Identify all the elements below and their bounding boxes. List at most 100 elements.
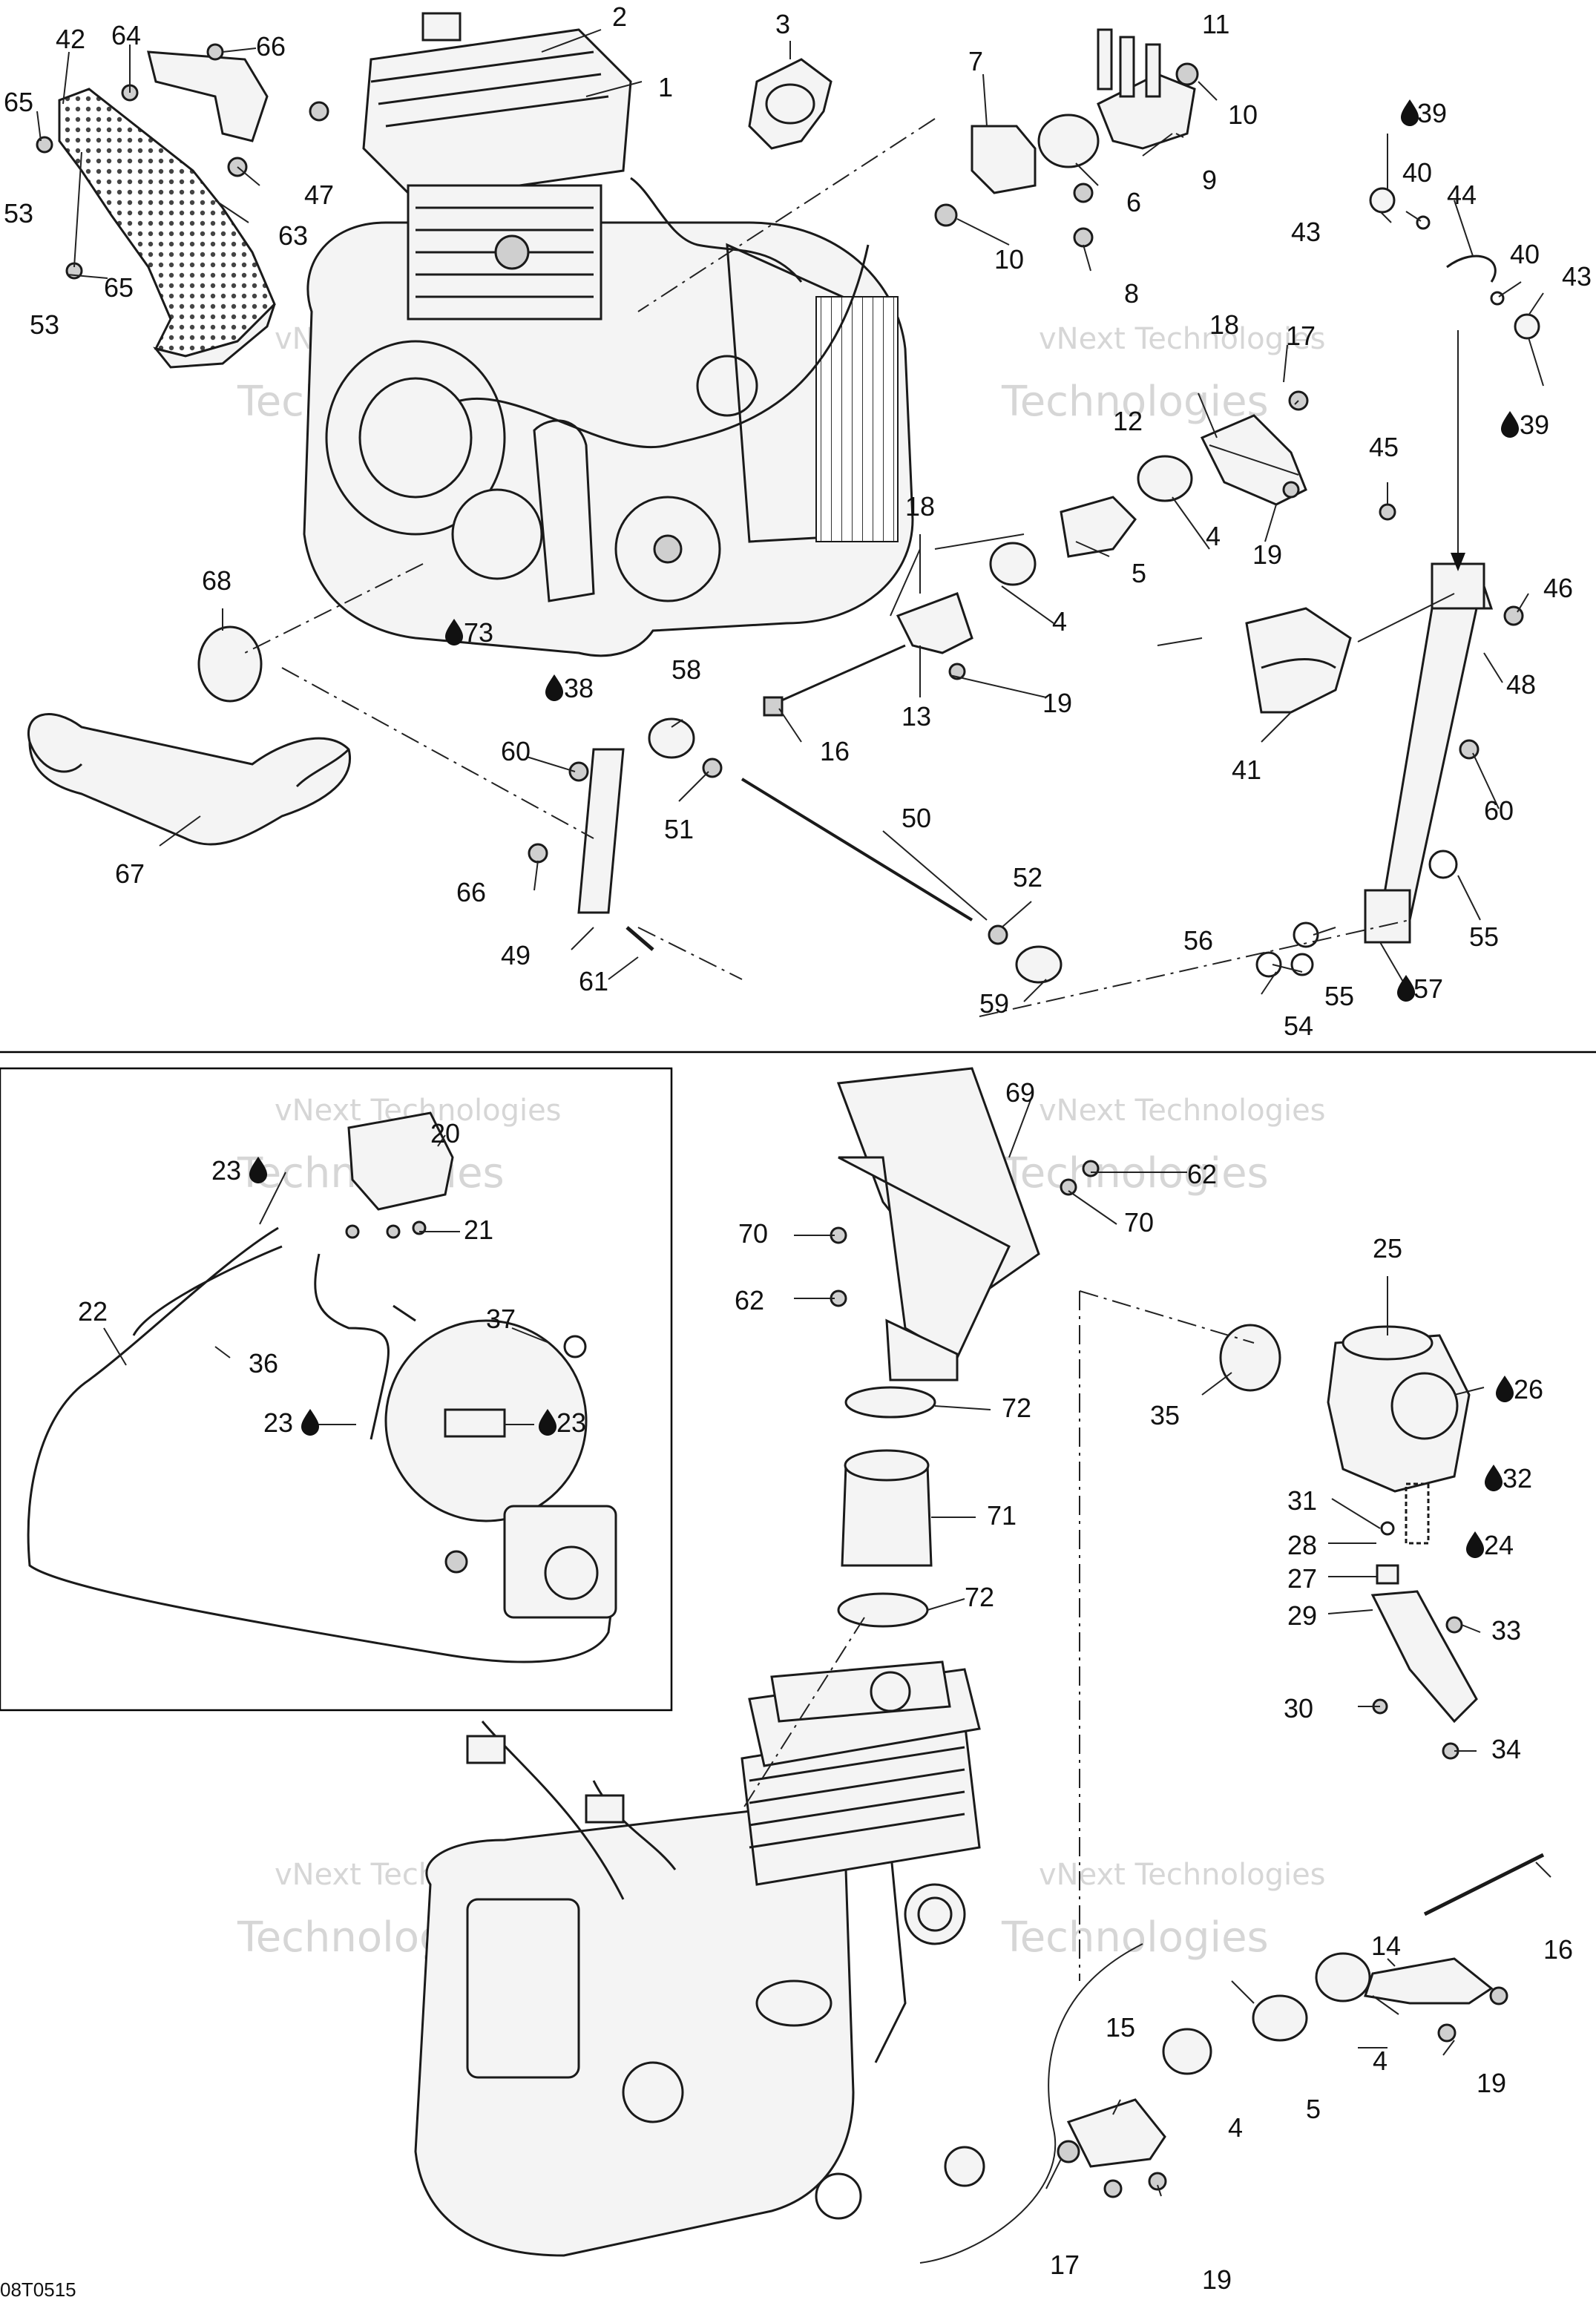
callout-52: 52 [1013, 862, 1042, 893]
callout-55a: 55 [1469, 921, 1499, 952]
fluid-drop-icon [1397, 975, 1415, 1002]
callout-35: 35 [1150, 1400, 1180, 1430]
callout-40b: 40 [1510, 239, 1540, 269]
fluid-drop-icon [1496, 1376, 1514, 1402]
callout-25: 25 [1373, 1233, 1402, 1264]
callout-19d: 19 [1202, 2264, 1232, 2295]
callout-14: 14 [1371, 1931, 1401, 1961]
carburetor-part-25 [1219, 1324, 1478, 1760]
callout-2: 2 [612, 1, 627, 32]
watermark-text: vNext Technologies [1039, 1094, 1326, 1128]
callout-16a: 16 [820, 736, 850, 766]
callout-15: 15 [1106, 2012, 1135, 2043]
callout-42: 42 [56, 24, 85, 54]
hose-part-67 [27, 625, 351, 846]
callout-17a: 17 [1286, 321, 1316, 351]
callout-70b: 70 [1124, 1207, 1154, 1238]
callout-23b: 23 [263, 1407, 293, 1438]
fluid-drop-icon [1466, 1531, 1484, 1558]
callout-57: 57 [1413, 973, 1443, 1004]
callout-20: 20 [430, 1118, 460, 1149]
callout-16b: 16 [1543, 1934, 1573, 1965]
callout-37: 37 [486, 1304, 516, 1334]
callout-56: 56 [1183, 925, 1213, 956]
callout-19b: 19 [1042, 688, 1072, 718]
callout-5a: 5 [1132, 558, 1146, 588]
fluid-drop-icon [301, 1409, 319, 1436]
callout-72b: 72 [965, 1582, 994, 1612]
direction-arrow [934, 533, 1025, 550]
assembly-line [637, 118, 936, 312]
watermark-text: vNext Technologies [1039, 1858, 1326, 1892]
callout-18b: 18 [905, 491, 935, 522]
fluid-drop-icon [545, 674, 563, 701]
callout-45: 45 [1369, 432, 1399, 462]
callout-34: 34 [1491, 1734, 1521, 1764]
callout-31: 31 [1287, 1485, 1317, 1516]
callout-62b: 62 [735, 1285, 764, 1315]
callout-46: 46 [1543, 573, 1573, 603]
assembly-line [244, 563, 1411, 1017]
callout-6: 6 [1126, 187, 1141, 217]
clip-group [1369, 187, 1540, 340]
engine-assembly-upper [303, 12, 914, 657]
engine-mount-group-lower [1057, 1853, 1545, 2198]
intake-sleeve-group [837, 1386, 936, 1628]
callout-63: 63 [278, 220, 308, 251]
callout-8: 8 [1124, 278, 1139, 309]
callout-28: 28 [1287, 1530, 1317, 1560]
engine-assembly-lower [414, 1660, 985, 2257]
engine-mount-group-upper [763, 390, 1309, 717]
callout-65a: 65 [4, 87, 33, 117]
callout-72a: 72 [1002, 1393, 1031, 1423]
callout-32: 32 [1503, 1463, 1532, 1494]
callout-43a: 43 [1291, 217, 1321, 247]
callout-43b: 43 [1562, 261, 1592, 292]
callout-19a: 19 [1252, 539, 1282, 570]
callout-33: 33 [1491, 1615, 1521, 1646]
callout-1: 1 [658, 72, 673, 102]
callout-73: 73 [464, 617, 493, 648]
reference-code: 08T0515 [0, 2278, 76, 2300]
callout-55b: 55 [1324, 981, 1354, 1011]
callout-4c: 4 [1373, 2046, 1388, 2076]
callout-5b: 5 [1306, 2094, 1321, 2124]
callout-62a: 62 [1187, 1159, 1217, 1189]
callout-19c: 19 [1477, 2068, 1506, 2098]
callout-70a: 70 [738, 1218, 768, 1249]
cover-part-42 [36, 43, 329, 369]
throttle-linkage-group [528, 717, 1063, 984]
callout-26: 26 [1514, 1374, 1543, 1404]
callout-27: 27 [1287, 1563, 1317, 1594]
callout-24: 24 [1484, 1530, 1514, 1560]
callout-4b: 4 [1052, 606, 1067, 637]
callout-61: 61 [579, 966, 608, 996]
gasket-part-3 [748, 58, 833, 150]
callout-60a: 60 [501, 736, 531, 766]
callout-48: 48 [1506, 669, 1536, 700]
callout-labels: 1 2 3 4 4 4 4 5 5 6 7 8 9 10 10 11 12 13… [4, 1, 1592, 2295]
callout-7: 7 [968, 46, 983, 76]
callout-21: 21 [464, 1215, 493, 1245]
callout-68: 68 [202, 565, 231, 596]
callout-64: 64 [111, 20, 141, 50]
callout-12: 12 [1113, 406, 1143, 436]
callout-47: 47 [304, 180, 334, 210]
callout-66b: 66 [456, 877, 486, 907]
assembly-line [741, 1290, 1255, 1981]
arrow-head [1451, 553, 1465, 571]
sensor-bracket-group [934, 28, 1199, 248]
callout-66a: 66 [256, 31, 286, 62]
callout-22: 22 [78, 1296, 108, 1327]
callout-10b: 10 [994, 244, 1024, 275]
callout-40a: 40 [1402, 157, 1432, 188]
callout-29: 29 [1287, 1600, 1317, 1631]
leader-lines [36, 29, 1551, 2197]
callout-59: 59 [979, 988, 1009, 1019]
callout-50: 50 [902, 803, 931, 833]
callout-4d: 4 [1228, 2112, 1243, 2143]
direction-arrow [1357, 593, 1455, 643]
callout-69: 69 [1005, 1077, 1035, 1108]
callout-17b: 17 [1050, 2250, 1080, 2280]
